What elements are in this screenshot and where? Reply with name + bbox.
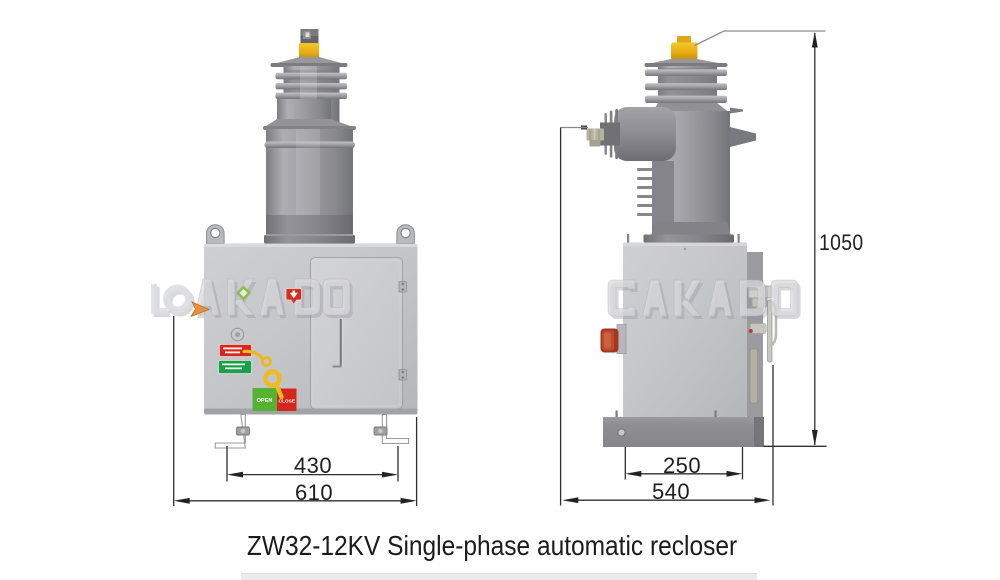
svg-text:CLOSE: CLOSE [279, 399, 296, 405]
svg-text:OPEN: OPEN [257, 398, 273, 404]
